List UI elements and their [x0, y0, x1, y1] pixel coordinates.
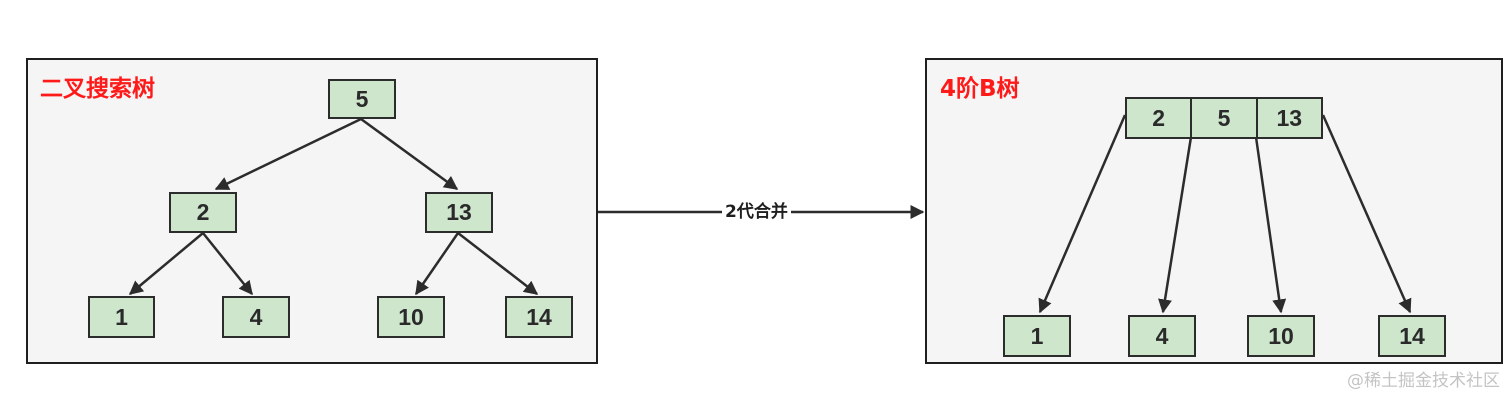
btree-leaf-4: 4: [1128, 315, 1196, 357]
bst-node-left-label: 2: [196, 199, 210, 225]
bst-title: 二叉搜索树: [40, 76, 155, 102]
btree-title: 4阶B树: [940, 76, 1020, 102]
btree-key: 5: [1192, 99, 1258, 137]
bst-leaf-4-label: 4: [249, 303, 263, 330]
btree-leaf-10: 10: [1247, 315, 1315, 357]
btree-root-node: 2 5 13: [1125, 97, 1323, 139]
bst-leaf-4: 4: [222, 296, 290, 338]
bst-leaf-1-label: 1: [115, 303, 128, 330]
bst-node-root: 5: [328, 79, 396, 119]
btree-leaf-1-label: 1: [1030, 322, 1044, 349]
bst-node-right: 13: [425, 192, 493, 233]
bst-node-left: 2: [169, 192, 237, 233]
btree-leaf-14: 14: [1378, 315, 1446, 357]
bst-node-right-label: 13: [446, 199, 472, 225]
btree-leaf-4-label: 4: [1155, 322, 1169, 349]
bst-leaf-14: 14: [505, 296, 573, 338]
merge-label: 2代合并: [722, 201, 791, 223]
watermark: @稀土掘金技术社区: [1347, 371, 1500, 391]
bst-leaf-10: 10: [377, 296, 445, 338]
btree-key: 2: [1127, 99, 1193, 137]
btree-leaf-1: 1: [1003, 315, 1071, 357]
bst-leaf-1: 1: [88, 296, 155, 338]
bst-node-root-label: 5: [355, 85, 369, 112]
btree-leaf-14-label: 14: [1399, 322, 1425, 349]
btree-leaf-10-label: 10: [1268, 322, 1294, 349]
bst-leaf-14-label: 14: [526, 303, 552, 330]
btree-key: 13: [1276, 104, 1303, 131]
bst-leaf-10-label: 10: [398, 303, 424, 330]
